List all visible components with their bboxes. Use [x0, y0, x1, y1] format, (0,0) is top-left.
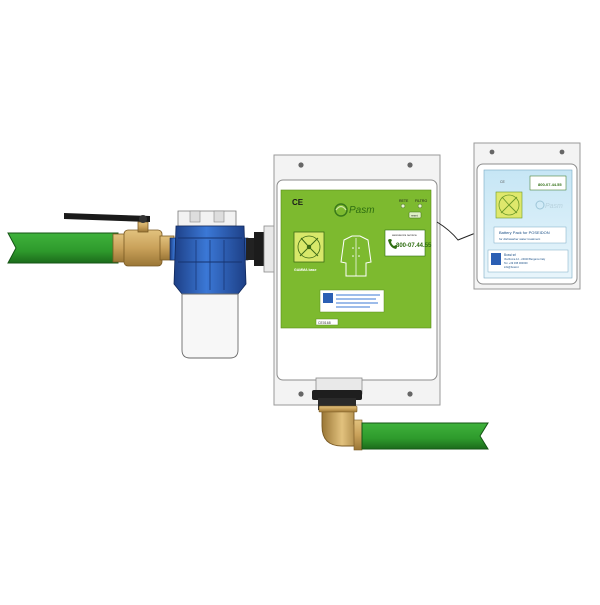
company-logo-icon — [491, 253, 501, 265]
indicator-label-power: RETE — [399, 199, 409, 203]
battery-email: info@bossi.it — [504, 265, 519, 269]
battery-title-box — [493, 226, 567, 244]
reset-button-label[interactable]: reset — [411, 214, 418, 218]
power-cable — [436, 221, 479, 241]
service-phone-box: assistenza tecnica 800-07.44.55 — [384, 229, 432, 257]
filter-led — [417, 203, 423, 209]
water-filter — [169, 210, 249, 359]
valve-handle[interactable] — [64, 213, 150, 222]
company-logo-icon — [323, 293, 333, 303]
main-unit: CE Pasm RETE FILTRO reset GAMMA base — [273, 154, 441, 406]
battery-brand: Pasm — [545, 203, 563, 210]
phone-caption: assistenza tecnica — [392, 233, 417, 237]
battery-company-box — [487, 249, 569, 273]
phone-icon — [388, 239, 397, 249]
fan-icon — [495, 191, 523, 219]
battery-ce-mark: CE — [500, 180, 506, 184]
screw-icon — [489, 149, 495, 155]
screw-icon — [298, 391, 304, 397]
model-label: GAMMA base — [294, 268, 316, 272]
company-logo-icon — [334, 203, 348, 217]
inlet-connector — [246, 225, 279, 273]
serial-tag — [315, 318, 339, 326]
battery-subtitle: for dishwasher water treatment — [499, 237, 540, 241]
chef-jacket-icon — [340, 235, 372, 277]
battery-phone-box — [529, 175, 567, 191]
indicator-label-filter: FILTRO — [415, 199, 427, 203]
serial-tag-text: CE0168 — [318, 321, 331, 325]
inlet-hose — [7, 232, 119, 264]
power-led — [400, 203, 406, 209]
fan-icon — [293, 231, 325, 263]
company-logo-icon — [535, 200, 545, 210]
phone-number: 800-07.44.55 — [396, 243, 432, 249]
battery-company: Bossi srl — [504, 253, 516, 257]
battery-contact: Tel. +39 035 000000 — [504, 261, 528, 265]
screw-icon — [559, 149, 565, 155]
reset-button[interactable] — [408, 211, 422, 219]
outlet-hose — [361, 422, 489, 450]
battery-address: Via Roma 12 - 24020 Bergamo Italy — [504, 257, 546, 261]
ball-valve — [64, 213, 175, 267]
brand-name: Pasm — [349, 205, 375, 216]
battery-title: Battery Pack for POSEIDON — [499, 230, 550, 235]
screw-icon — [298, 162, 304, 168]
battery-pack: CE 800-07.44.55 Pasm Battery Pack for PO… — [473, 142, 581, 290]
screw-icon — [407, 162, 413, 168]
outlet-fitting — [312, 377, 363, 451]
screw-icon — [407, 391, 413, 397]
ce-mark: CE — [292, 198, 304, 207]
battery-phone: 800-07.44.55 — [538, 182, 562, 187]
